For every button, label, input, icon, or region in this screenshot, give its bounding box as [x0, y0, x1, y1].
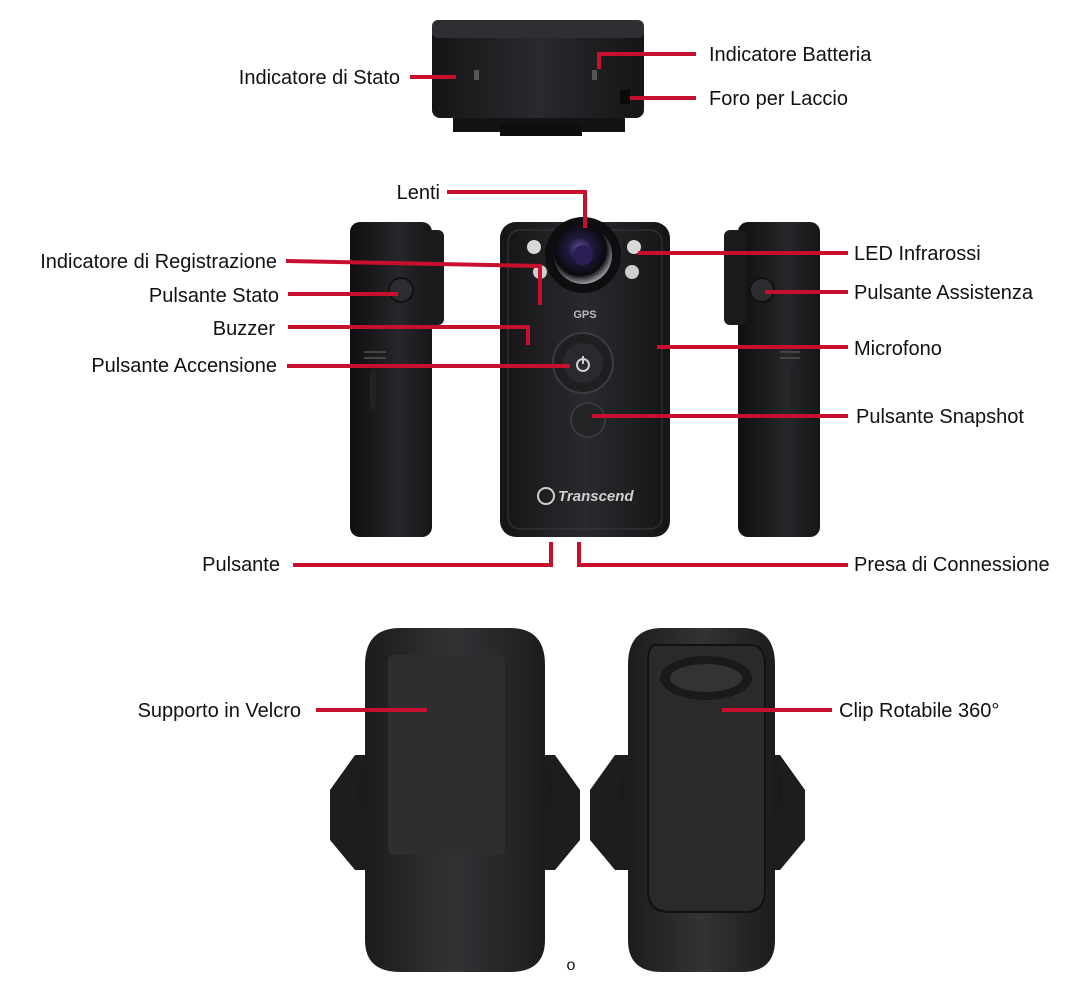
label-battery-indicator: Indicatore Batteria — [709, 44, 872, 66]
camera-right-side-view — [724, 222, 820, 537]
label-rotating-clip: Clip Rotabile 360° — [839, 700, 1000, 722]
gps-text: GPS — [573, 309, 596, 321]
brand-logo-text: Transcend — [558, 488, 634, 505]
label-button: Pulsante — [202, 554, 280, 576]
clip-mount — [590, 628, 805, 972]
label-lens: Lenti — [396, 182, 440, 204]
camera-front-view: GPS Transcend — [500, 217, 670, 537]
label-microphone: Microfono — [854, 338, 942, 360]
label-infrared-led: LED Infrarossi — [854, 243, 981, 265]
label-status-indicator: Indicatore di Stato — [238, 67, 400, 89]
label-assist-button: Pulsante Assistenza — [854, 282, 1033, 304]
footer-mark: o — [567, 957, 576, 974]
velcro-mount — [330, 628, 580, 972]
label-power-button: Pulsante Accensione — [91, 355, 277, 377]
label-snapshot-button: Pulsante Snapshot — [856, 406, 1024, 428]
label-connection-port: Presa di Connessione — [854, 554, 1050, 576]
leader-lines — [285, 52, 848, 712]
label-status-button: Pulsante Stato — [148, 285, 279, 307]
camera-top-view — [432, 20, 644, 136]
label-strap-hole: Foro per Laccio — [709, 88, 848, 110]
camera-left-side-view — [350, 222, 444, 537]
label-recording-indicator: Indicatore di Registrazione — [40, 251, 277, 273]
label-buzzer: Buzzer — [212, 318, 275, 340]
label-velcro-mount: Supporto in Velcro — [137, 700, 301, 722]
